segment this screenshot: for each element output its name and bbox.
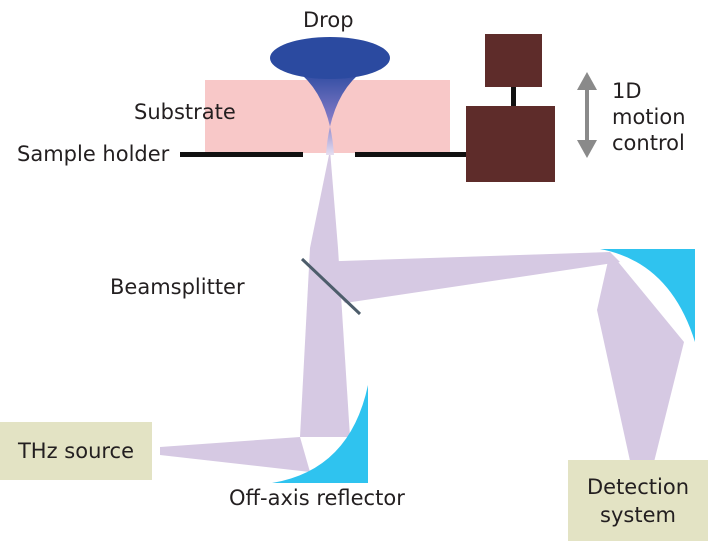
off-axis-reflector-label: Off-axis reflector bbox=[229, 486, 405, 510]
substrate-label: Substrate bbox=[134, 100, 236, 124]
sample-holder bbox=[180, 152, 303, 157]
motor-connector bbox=[511, 87, 516, 106]
motion-control-line-2: motion bbox=[612, 105, 686, 129]
detection-system-line-1: Detection bbox=[586, 474, 690, 499]
thz-source-box: THz source bbox=[0, 422, 152, 480]
motion-control-line-1: 1D bbox=[612, 79, 642, 103]
motion-control-line-3: control bbox=[612, 131, 685, 155]
sample-holder-label: Sample holder bbox=[17, 142, 170, 166]
detector-reflector bbox=[600, 249, 695, 342]
thz-source-label: THz source bbox=[17, 439, 135, 463]
terahertz-beam bbox=[160, 150, 684, 472]
drop-label: Drop bbox=[303, 8, 354, 32]
detection-system-line-2: system bbox=[600, 502, 676, 527]
motor-large-box bbox=[466, 106, 555, 182]
beamsplitter-label: Beamsplitter bbox=[110, 275, 245, 299]
motion-control-label: 1D motion control bbox=[612, 78, 686, 156]
drop-cone bbox=[296, 70, 364, 155]
detection-system-box: Detection system bbox=[568, 460, 708, 541]
beamsplitter-plate bbox=[300, 257, 362, 316]
motion-arrow-icon bbox=[577, 72, 597, 158]
off-axis-reflector bbox=[272, 385, 368, 483]
drop bbox=[270, 37, 390, 79]
sample-holder-right bbox=[355, 152, 467, 157]
motor-small-box bbox=[485, 34, 542, 87]
